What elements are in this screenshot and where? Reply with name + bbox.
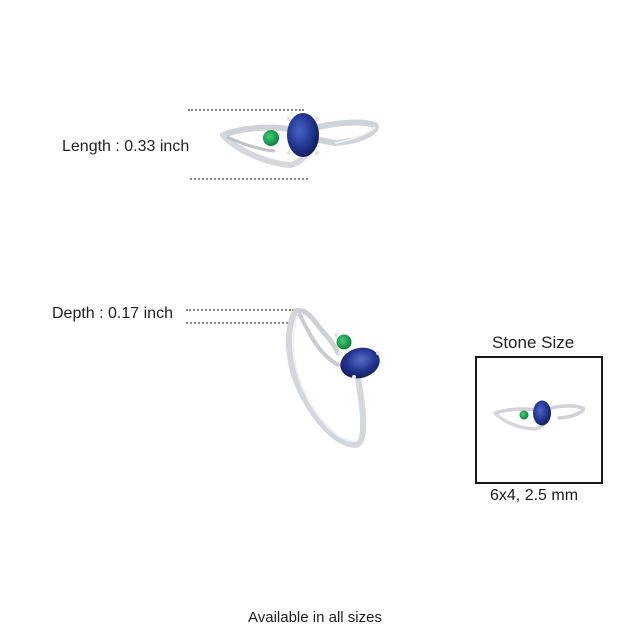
- stone-size-value: 6x4, 2.5 mm: [490, 487, 579, 504]
- stone-size-box: [475, 356, 603, 484]
- depth-label: Depth : 0.17 inch: [52, 305, 173, 322]
- ring-angled-view-image: [286, 307, 380, 449]
- length-guide-top: [188, 109, 304, 111]
- depth-guide-bottom: [186, 322, 292, 324]
- availability-note: Available in all sizes: [248, 609, 382, 626]
- length-guide-bottom: [190, 178, 308, 180]
- depth-guide-top: [186, 309, 294, 311]
- ring-top-view-image: [220, 113, 379, 169]
- ring-thumbnail-image: [493, 400, 585, 431]
- stone-size-title: Stone Size: [492, 333, 575, 352]
- length-label: Length : 0.33 inch: [62, 138, 190, 155]
